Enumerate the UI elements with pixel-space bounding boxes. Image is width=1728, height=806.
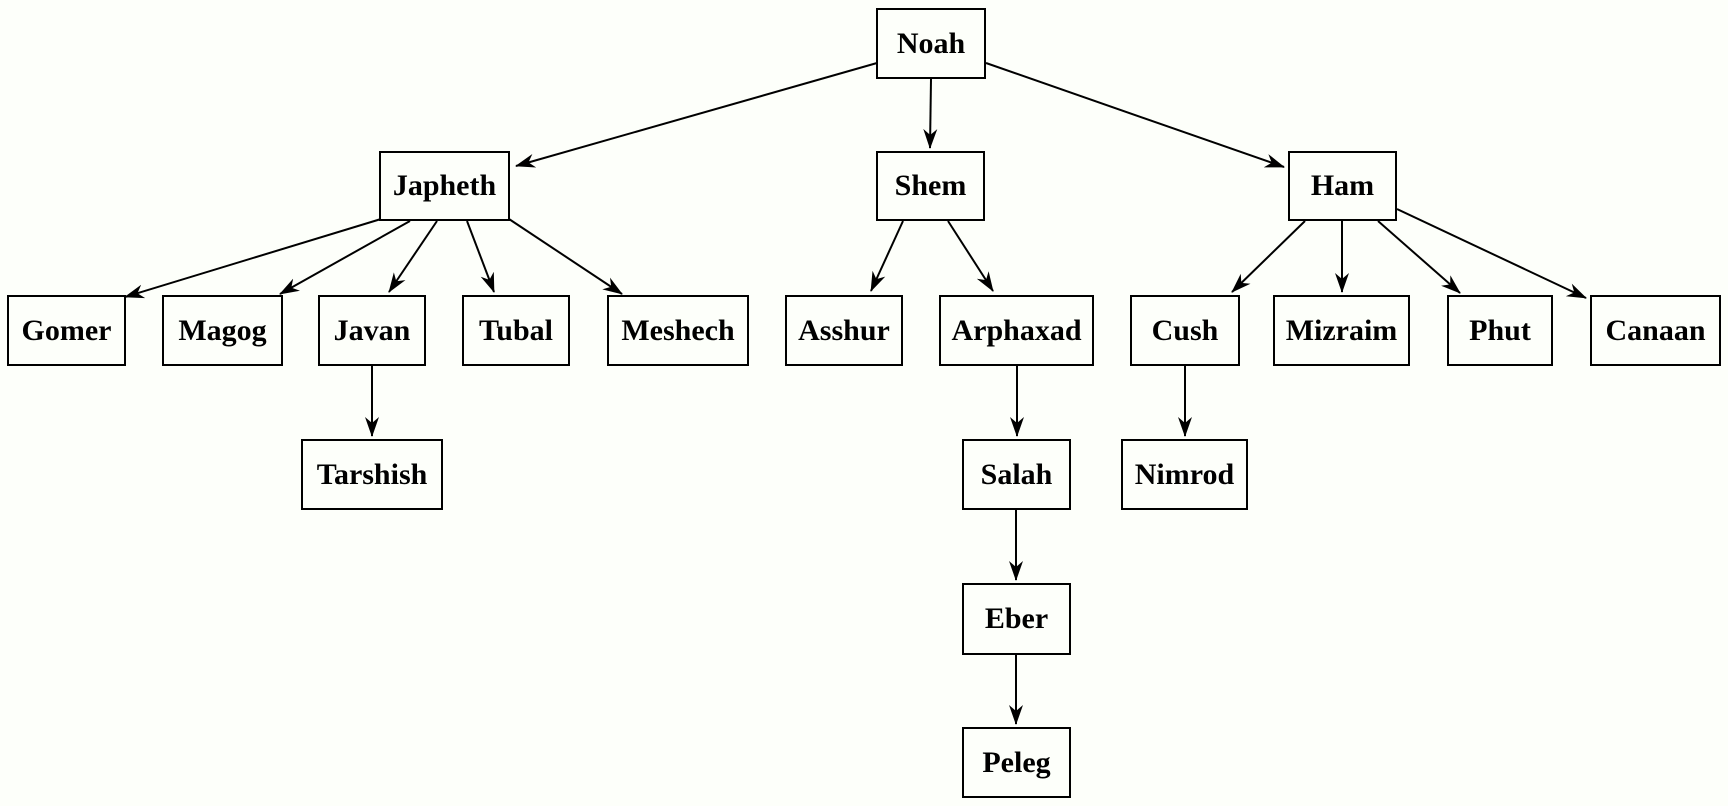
node-japheth: Japheth (379, 151, 510, 221)
node-label: Arphaxad (951, 313, 1082, 347)
edge-japheth-tubal (466, 220, 495, 293)
edge-ham-cush (1231, 220, 1306, 293)
node-label: Canaan (1605, 313, 1706, 347)
node-phut: Phut (1447, 295, 1553, 366)
node-noah: Noah (876, 8, 986, 79)
node-canaan: Canaan (1590, 295, 1721, 366)
node-tubal: Tubal (462, 295, 570, 366)
node-magog: Magog (162, 295, 283, 366)
node-label: Japheth (392, 169, 497, 202)
node-salah: Salah (962, 439, 1071, 510)
node-label: Tarshish (316, 457, 428, 491)
node-label: Meshech (621, 313, 735, 347)
node-nimrod: Nimrod (1121, 439, 1248, 510)
node-label: Ham (1310, 169, 1375, 202)
node-eber: Eber (962, 583, 1071, 655)
node-meshech: Meshech (607, 295, 749, 366)
node-javan: Javan (318, 295, 426, 366)
node-label: Shem (894, 169, 967, 202)
node-label: Mizraim (1285, 313, 1398, 347)
node-label: Asshur (798, 313, 890, 347)
node-arphaxad: Arphaxad (939, 295, 1094, 366)
edge-noah-shem (923, 78, 938, 149)
node-label: Cush (1151, 313, 1219, 347)
node-tarshish: Tarshish (301, 439, 443, 510)
edge-ham-canaan (1396, 208, 1587, 299)
node-label: Noah (896, 26, 966, 60)
node-cush: Cush (1130, 295, 1240, 366)
edge-noah-ham (985, 62, 1285, 168)
node-label: Peleg (982, 745, 1051, 779)
node-label: Gomer (21, 313, 112, 347)
edge-japheth-gomer (124, 218, 382, 299)
node-label: Phut (1469, 313, 1531, 347)
node-gomer: Gomer (7, 295, 126, 366)
node-ham: Ham (1288, 151, 1397, 221)
edge-japheth-javan (388, 220, 438, 293)
node-label: Nimrod (1134, 457, 1235, 491)
node-label: Eber (984, 602, 1049, 635)
node-label: Tubal (479, 313, 553, 347)
node-peleg: Peleg (962, 727, 1071, 798)
edge-japheth-meshech (508, 218, 623, 295)
edge-ham-phut (1377, 220, 1461, 294)
node-label: Salah (980, 457, 1053, 491)
edge-japheth-magog (279, 220, 411, 295)
node-label: Javan (333, 313, 411, 347)
edge-shem-arphaxad (947, 220, 994, 292)
node-asshur: Asshur (785, 295, 903, 366)
node-shem: Shem (876, 151, 985, 221)
edge-shem-asshur (870, 220, 904, 292)
node-label: Magog (178, 313, 267, 347)
node-mizraim: Mizraim (1273, 295, 1410, 366)
edge-noah-japheth (515, 62, 878, 168)
